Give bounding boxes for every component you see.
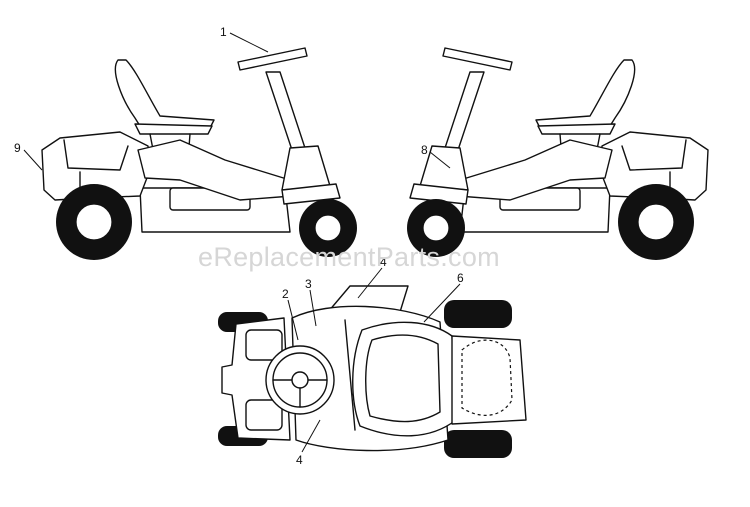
mower-top-view bbox=[218, 285, 527, 458]
callout-8: 8 bbox=[421, 143, 428, 157]
leader-4a bbox=[357, 267, 383, 299]
leader-9 bbox=[23, 149, 43, 171]
leader-8 bbox=[429, 151, 451, 169]
mower-right-side-view bbox=[407, 47, 709, 260]
callout-3: 3 bbox=[305, 277, 312, 291]
callout-4-top: 4 bbox=[380, 255, 387, 269]
leader-3 bbox=[309, 289, 317, 327]
leader-6 bbox=[423, 283, 461, 323]
mower-left-side-view bbox=[41, 47, 357, 260]
callout-6: 6 bbox=[457, 271, 464, 285]
callout-2: 2 bbox=[282, 287, 289, 301]
callout-9: 9 bbox=[14, 141, 21, 155]
callout-labels: 1 9 8 4 2 3 6 4 bbox=[14, 25, 464, 467]
callout-4-bottom: 4 bbox=[296, 453, 303, 467]
leader-2 bbox=[287, 299, 299, 341]
watermark-text: eReplacementParts.com bbox=[198, 242, 500, 272]
leader-4b bbox=[301, 419, 321, 453]
callout-1: 1 bbox=[220, 25, 227, 39]
leader-lines bbox=[23, 32, 461, 453]
leader-1 bbox=[229, 32, 269, 53]
